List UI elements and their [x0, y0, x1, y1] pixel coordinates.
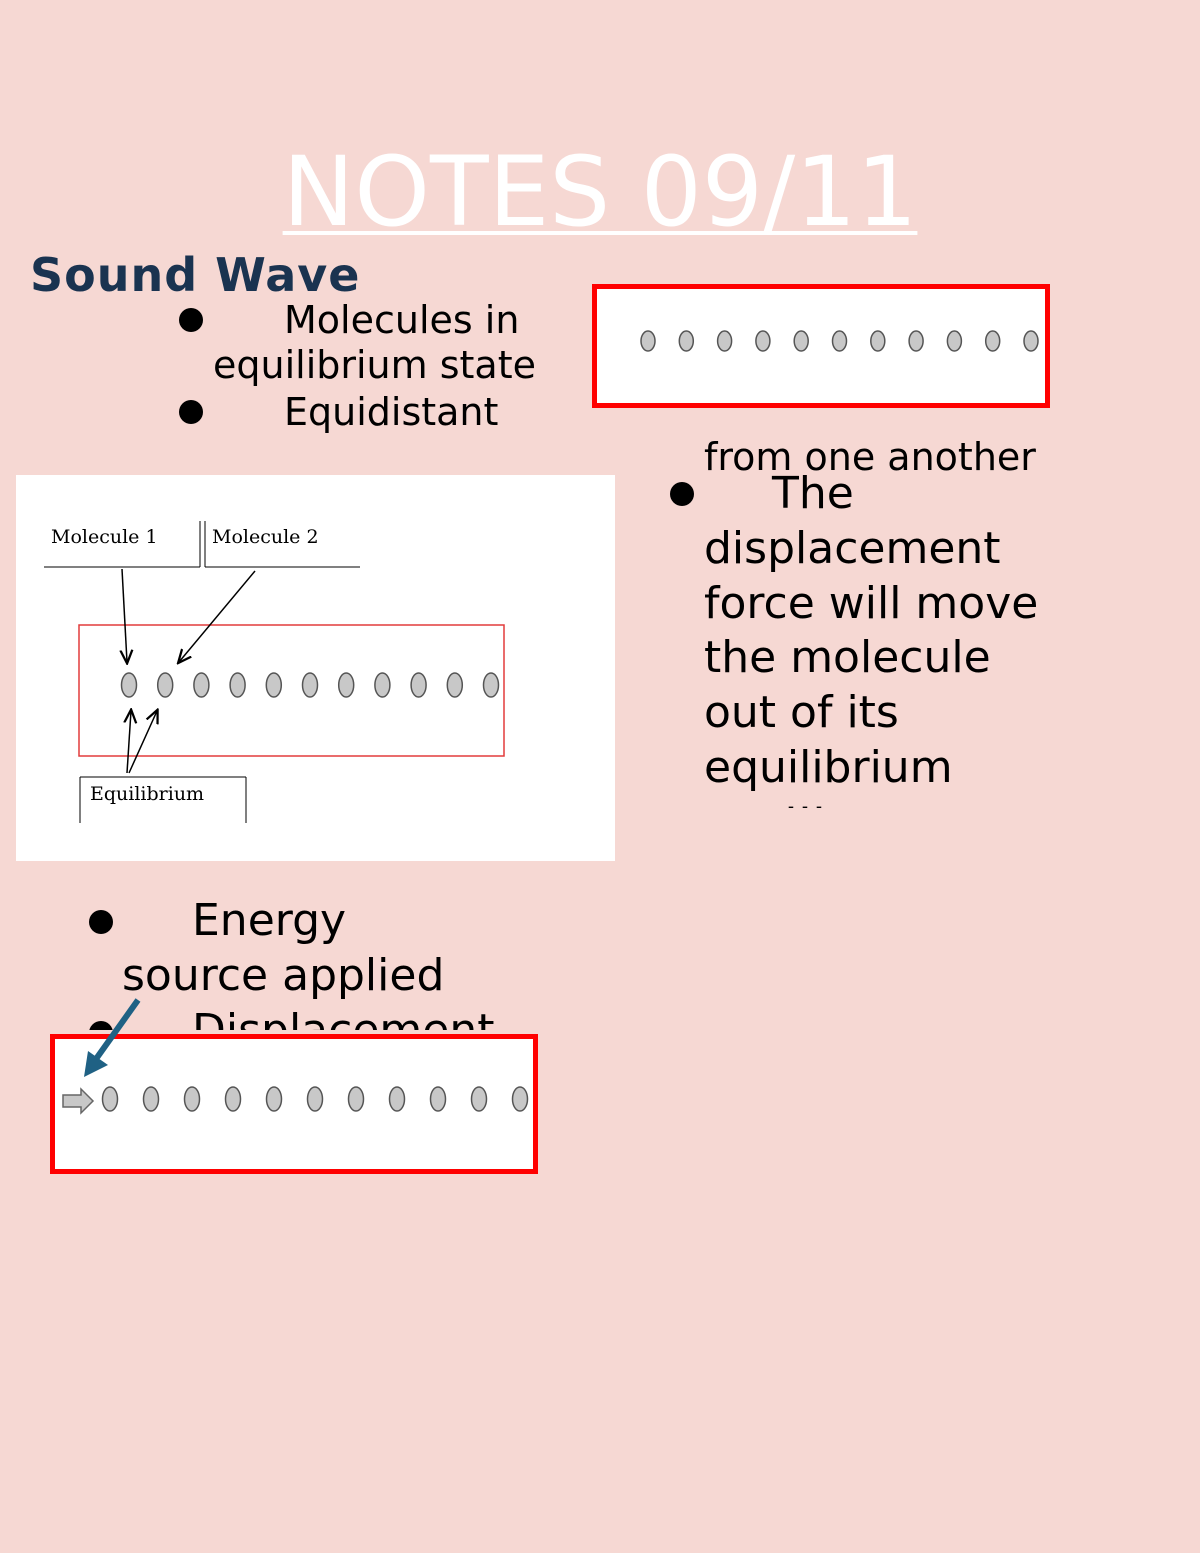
bullet-right-line3: force will move — [704, 578, 1039, 629]
ellipsis-clip: ... — [780, 790, 840, 808]
molecule — [337, 672, 355, 698]
molecule — [265, 672, 283, 698]
bullet-energy-line1: Energy — [192, 895, 347, 946]
displacement-graphic — [62, 1086, 529, 1115]
molecule — [183, 1086, 201, 1112]
molecule — [265, 1086, 283, 1112]
molecule-diagram-figure: Molecule 1 Molecule 2 Equilibrium — [16, 475, 615, 861]
molecule — [301, 672, 319, 698]
section-heading: Sound Wave — [30, 248, 361, 302]
molecule — [678, 330, 695, 352]
bullet-right-line4: the molecule — [704, 632, 991, 683]
molecule — [156, 672, 174, 698]
molecule — [306, 1086, 324, 1112]
molecule — [101, 1086, 119, 1112]
diagram-lines — [44, 521, 505, 823]
label-molecule-1: Molecule 1 — [51, 526, 158, 548]
molecule — [793, 330, 809, 352]
molecule — [410, 672, 427, 698]
label-equilibrium: Equilibrium — [90, 783, 205, 805]
push-arrow-icon — [62, 1087, 95, 1115]
molecule — [229, 672, 246, 698]
bullet-displacement-partial: Displacement — [192, 1005, 494, 1030]
molecule — [374, 672, 391, 698]
molecule — [470, 1086, 488, 1112]
bullet-right-line6: equilibrium — [704, 742, 953, 793]
molecule-row-box-displaced — [50, 1034, 538, 1174]
bullet-equidistant-continued: from one another — [704, 435, 1036, 479]
molecule — [388, 1086, 406, 1112]
page-title: NOTES 09/11 — [282, 136, 918, 248]
energy-arrow-icon — [84, 998, 141, 1077]
bullet-energy-line2: source applied — [122, 950, 445, 1001]
molecule — [755, 330, 771, 352]
molecule — [640, 330, 656, 352]
molecule — [429, 1086, 447, 1112]
molecule — [831, 330, 848, 352]
molecule-row — [120, 672, 500, 698]
bullet-right-line1: The — [772, 468, 854, 519]
molecule-row — [101, 1086, 529, 1112]
bullet-right-ellipsis: ... — [784, 790, 826, 808]
molecule — [946, 330, 963, 352]
molecule — [716, 330, 733, 352]
molecule — [870, 330, 886, 352]
molecule — [1023, 330, 1039, 352]
partial-bullet-clip: Displacement — [80, 1005, 540, 1030]
molecule — [224, 1086, 242, 1112]
molecule-row — [640, 330, 1039, 352]
molecule — [511, 1086, 529, 1112]
bullet-dot — [179, 308, 203, 332]
molecule — [142, 1086, 160, 1112]
molecule — [482, 672, 500, 698]
molecule — [984, 330, 1001, 352]
bullet-molecules-line1: Molecules in — [284, 298, 520, 342]
bullet-equidistant: Equidistant — [284, 390, 499, 434]
molecule-row-box-equilibrium — [592, 284, 1050, 408]
molecule — [347, 1086, 365, 1112]
label-molecule-2: Molecule 2 — [212, 526, 319, 548]
bullet-right-line5: out of its — [704, 687, 899, 738]
molecule — [908, 330, 924, 352]
bullet-right-line2: displacement — [704, 523, 1001, 574]
bullet-molecules-line2: equilibrium state — [213, 343, 536, 387]
bullet-dot — [89, 910, 113, 934]
molecule — [446, 672, 464, 698]
bullet-dot — [179, 400, 203, 424]
molecule — [193, 672, 210, 698]
bullet-dot — [89, 1021, 113, 1030]
bullet-dot — [670, 482, 694, 506]
molecule — [120, 672, 138, 698]
